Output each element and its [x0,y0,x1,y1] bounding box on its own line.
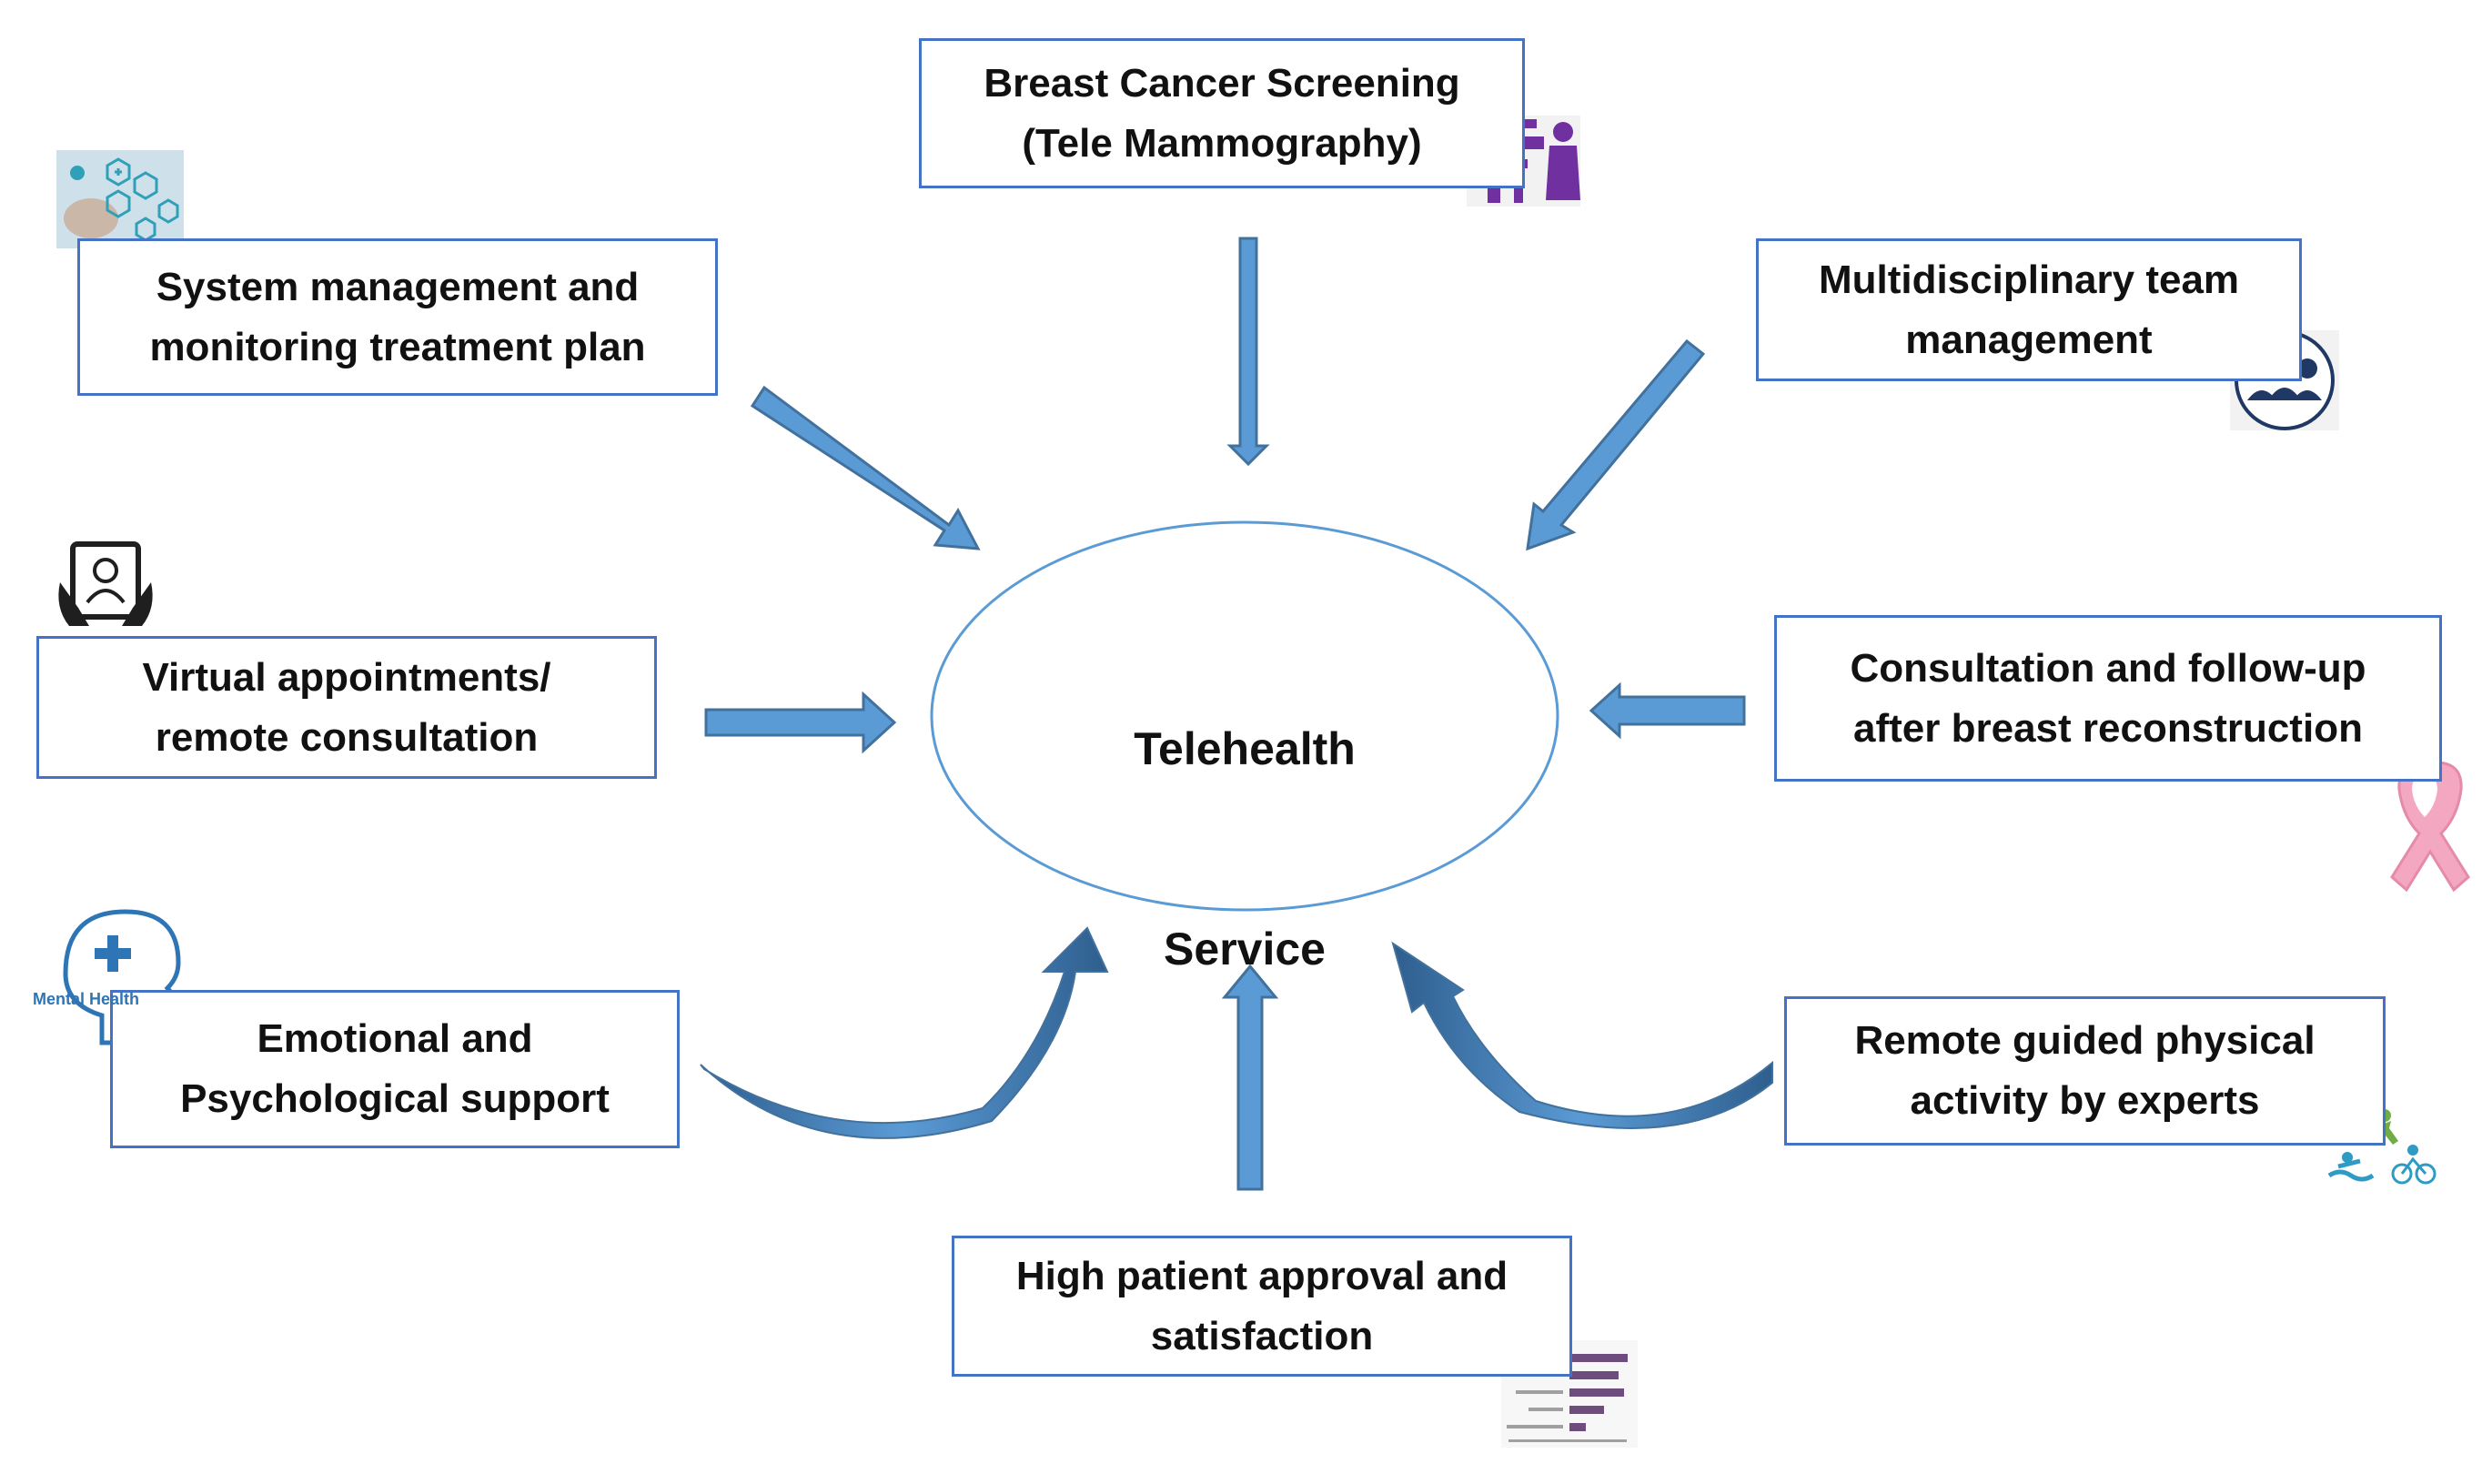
arrow-virtual [704,691,897,754]
node-system-management-label: System management and monitoring treatme… [149,264,646,369]
node-screening: Breast Cancer Screening (Tele Mammograph… [919,38,1525,188]
arrow-screening [1226,237,1270,467]
node-consultation: Consultation and follow-up after breast … [1774,615,2442,782]
node-consultation-label: Consultation and follow-up after breast … [1850,645,2366,751]
arrow-emotional-curved [700,926,1109,1139]
arrow-system-mgmt [750,385,981,550]
node-virtual-appointments-label: Virtual appointments/ remote consultatio… [142,654,551,760]
node-multidisciplinary-label: Multidisciplinary team management [1818,257,2240,362]
node-virtual-appointments: Virtual appointments/ remote consultatio… [36,636,657,779]
mental-health-caption: Mental Health [33,990,140,1008]
center-label: Telehealth Service [1017,599,1472,1099]
node-screening-label: Breast Cancer Screening (Tele Mammograph… [984,60,1460,166]
center-ellipse [930,520,1559,912]
node-patient-approval-label: High patient approval and satisfaction [1015,1253,1508,1358]
arrow-physical-curved [1391,941,1773,1129]
node-physical-activity-label: Remote guided physical activity by exper… [1854,1018,2316,1123]
node-emotional-support-label: Emotional and Psychological support [180,1016,610,1121]
arrow-approval [1221,964,1279,1191]
medical-network-icon [56,150,184,248]
node-patient-approval: High patient approval and satisfaction [952,1236,1572,1377]
node-multidisciplinary: Multidisciplinary team management [1756,238,2302,381]
node-physical-activity: Remote guided physical activity by exper… [1784,996,2386,1146]
arrow-consultation [1589,681,1746,740]
pink-ribbon-icon [2390,761,2470,893]
node-system-management: System management and monitoring treatme… [77,238,718,396]
node-emotional-support: Emotional and Psychological support [110,990,680,1148]
center-subtitle: Service [1164,924,1326,974]
video-call-tablet-icon [58,541,153,626]
center-title: Telehealth [1134,723,1356,774]
arrow-multidisciplinary [1526,338,1706,551]
